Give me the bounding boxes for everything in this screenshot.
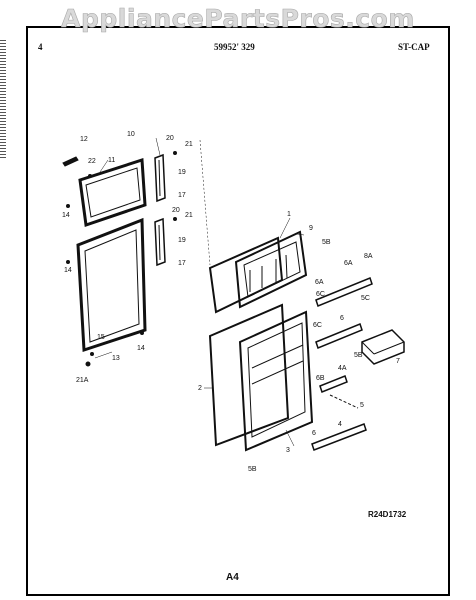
door-shelf-bars [311,277,373,451]
callout-21A: 21A [76,377,89,384]
scan-edge-marks [0,40,6,160]
section-code: ST-CAP [398,42,430,52]
callout-12: 12 [80,136,88,143]
callout-8A: 8A [364,253,373,260]
callout-6B: 6B [316,375,325,382]
callout-labels: 12 10 20 21 22 11 19 17 14 20 21 19 17 1… [62,131,400,473]
callout-21a: 21 [185,141,193,148]
callout-20a: 20 [166,135,174,142]
callout-6-low: 6 [312,430,316,437]
callout-20b: 20 [172,207,180,214]
callout-10: 10 [127,131,135,138]
model-code: 59952' 329 [214,42,255,52]
callout-6C-1: 6C [316,291,325,298]
callout-14c: 14 [137,345,145,352]
freezer-breaker-strip-top [154,153,166,203]
callout-1: 1 [287,211,291,218]
diagram-frame [26,26,450,596]
callout-7: 7 [396,358,400,365]
freezer-door-gasket [78,157,147,228]
callout-21b: 21 [185,212,193,219]
callout-6A-2: 6A [344,260,353,267]
leader-lines [94,137,305,447]
dairy-compartment [361,329,405,365]
callout-6A-1: 6A [315,279,324,286]
callout-14a: 14 [62,212,70,219]
callout-5: 5 [360,402,364,409]
callout-5B-low: 5B [248,466,257,473]
callout-3: 3 [286,447,290,454]
fresh-food-door-assembly [208,303,314,452]
callout-19a: 19 [178,169,186,176]
top-hinge-cap [62,156,92,178]
page-id: A4 [226,572,239,583]
callout-2: 2 [198,385,202,392]
callout-13: 13 [112,355,120,362]
hinge-screws [66,151,177,367]
callout-14b: 14 [64,267,72,274]
callout-11: 11 [108,157,115,164]
callout-4A: 4A [338,365,347,372]
fresh-breaker-strip [154,217,166,267]
callout-22: 22 [88,158,96,165]
callout-6: 6 [340,315,344,322]
callout-5C: 5C [361,295,370,302]
callout-6C-2: 6C [313,322,322,329]
callout-17b: 17 [178,260,186,267]
callout-19b: 19 [178,237,186,244]
callout-5B-mid: 5B [354,352,363,359]
drawing-id: R24D1732 [368,510,407,519]
callout-5B-top: 5B [322,239,331,246]
freezer-door-assembly [208,230,308,314]
page-number: 4 [38,42,43,52]
callout-15: 15 [97,334,105,341]
fresh-food-door-gasket [76,217,147,353]
callout-4: 4 [338,421,342,428]
callout-17a: 17 [178,192,186,199]
watermark-banner: AppliancePartsPros.com [61,4,415,34]
callout-9: 9 [309,225,313,232]
